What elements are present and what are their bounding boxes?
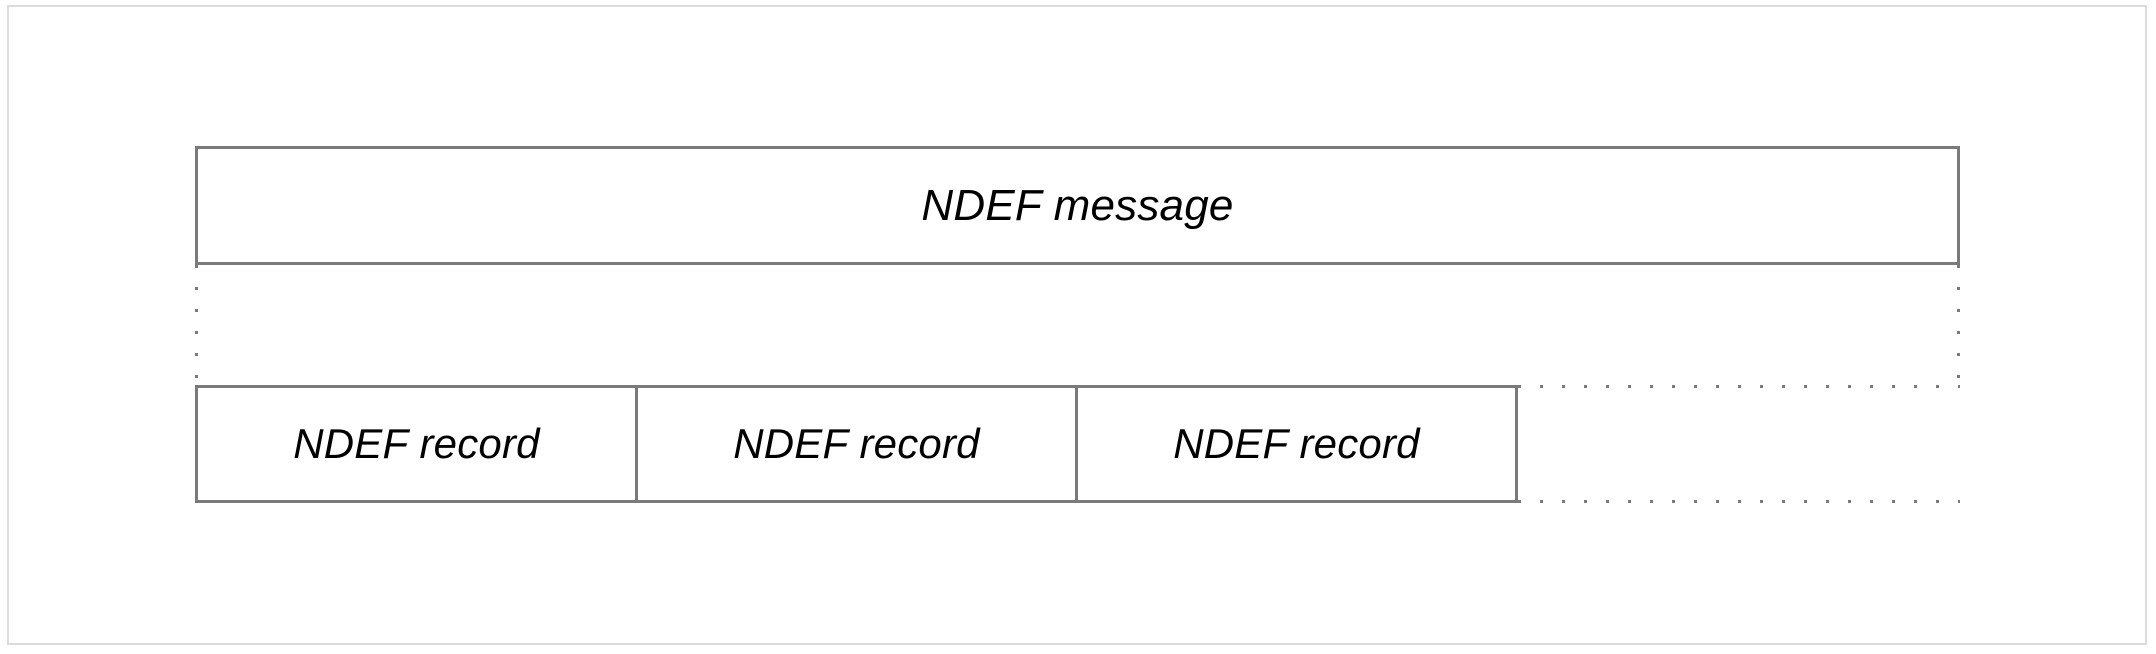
ndef-record-box-2: NDEF record bbox=[635, 385, 1078, 503]
page-frame bbox=[7, 5, 2147, 645]
connector-line-left bbox=[195, 265, 198, 503]
connector-line-right bbox=[1957, 265, 1960, 503]
ndef-record-label-3: NDEF record bbox=[1173, 420, 1420, 467]
ndef-record-box-1: NDEF record bbox=[195, 385, 638, 503]
continuation-top-edge bbox=[1518, 385, 1960, 388]
ndef-message-box: NDEF message bbox=[195, 146, 1960, 265]
continuation-bottom-edge bbox=[1518, 500, 1960, 503]
ndef-record-label-2: NDEF record bbox=[733, 420, 980, 467]
ndef-record-row: NDEF record NDEF record NDEF record bbox=[195, 385, 1960, 503]
ndef-record-continuation bbox=[1518, 385, 1960, 503]
ndef-record-box-3: NDEF record bbox=[1075, 385, 1518, 503]
ndef-record-label-1: NDEF record bbox=[293, 420, 540, 467]
ndef-message-label: NDEF message bbox=[921, 180, 1234, 230]
